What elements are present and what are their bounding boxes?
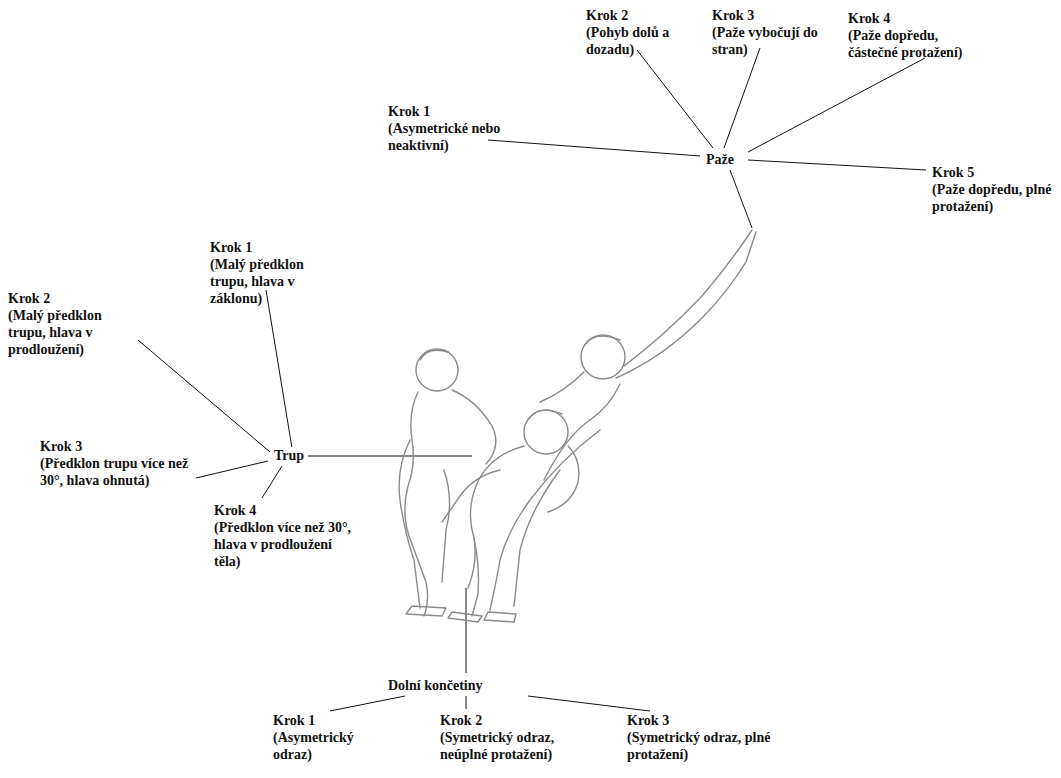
step-description: (Asymetrické nebo neaktivní) bbox=[388, 120, 528, 154]
step-description: (Malý předklon trupu, hlava v záklonu) bbox=[210, 256, 322, 307]
step-number: Krok 2 bbox=[8, 290, 126, 307]
step-number: Krok 5 bbox=[932, 164, 1056, 181]
step-number: Krok 2 bbox=[440, 712, 600, 729]
step-description: (Pohyb dolů a dozadu) bbox=[586, 24, 694, 58]
leader-lines bbox=[138, 48, 926, 711]
step-description: (Asymetrický odraz) bbox=[273, 729, 377, 763]
step-number: Krok 3 bbox=[627, 712, 777, 729]
step-number: Krok 1 bbox=[273, 712, 377, 729]
step-callout: Krok 4(Paže dopředu, částečné protažení) bbox=[848, 10, 964, 61]
step-description: (Předklon trupu více než 30°, hlava ohnu… bbox=[40, 455, 192, 489]
step-callout: Krok 2(Pohyb dolů a dozadu) bbox=[586, 7, 694, 58]
diver-figures bbox=[399, 230, 756, 622]
step-callout: Krok 3(Paže vybočují do stran) bbox=[712, 7, 844, 58]
step-number: Krok 2 bbox=[586, 7, 694, 24]
group-name: Paže bbox=[704, 151, 736, 168]
step-number: Krok 4 bbox=[848, 10, 964, 27]
step-description: (Malý předklon trupu, hlava v prodloužen… bbox=[8, 307, 126, 358]
group-name: Dolní končetiny bbox=[386, 677, 485, 694]
group-name: Trup bbox=[272, 447, 306, 464]
step-callout: Krok 4(Předklon více než 30°, hlava v pr… bbox=[214, 502, 360, 570]
step-callout: Krok 2(Malý předklon trupu, hlava v prod… bbox=[8, 290, 126, 358]
step-callout: Krok 3(Symetrický odraz, plné protažení) bbox=[627, 712, 777, 763]
step-number: Krok 4 bbox=[214, 502, 360, 519]
step-description: (Symetrický odraz, plné protažení) bbox=[627, 729, 777, 763]
step-description: (Symetrický odraz, neúplné protažení) bbox=[440, 729, 600, 763]
step-callout: Krok 2(Symetrický odraz, neúplné protaže… bbox=[440, 712, 600, 763]
step-number: Krok 1 bbox=[210, 239, 322, 256]
step-description: (Paže dopředu, částečné protažení) bbox=[848, 27, 964, 61]
step-callout: Krok 1(Asymetrické nebo neaktivní) bbox=[388, 103, 528, 154]
step-number: Krok 3 bbox=[712, 7, 844, 24]
step-number: Krok 3 bbox=[40, 438, 192, 455]
step-callout: Krok 5(Paže dopředu, plné protažení) bbox=[932, 164, 1056, 215]
step-callout: Krok 1(Asymetrický odraz) bbox=[273, 712, 377, 763]
step-description: (Předklon více než 30°, hlava v prodlouž… bbox=[214, 519, 360, 570]
step-number: Krok 1 bbox=[388, 103, 528, 120]
step-description: (Paže dopředu, plné protažení) bbox=[932, 181, 1056, 215]
step-callout: Krok 3(Předklon trupu více než 30°, hlav… bbox=[40, 438, 192, 489]
step-description: (Paže vybočují do stran) bbox=[712, 24, 844, 58]
step-callout: Krok 1(Malý předklon trupu, hlava v zákl… bbox=[210, 239, 322, 307]
